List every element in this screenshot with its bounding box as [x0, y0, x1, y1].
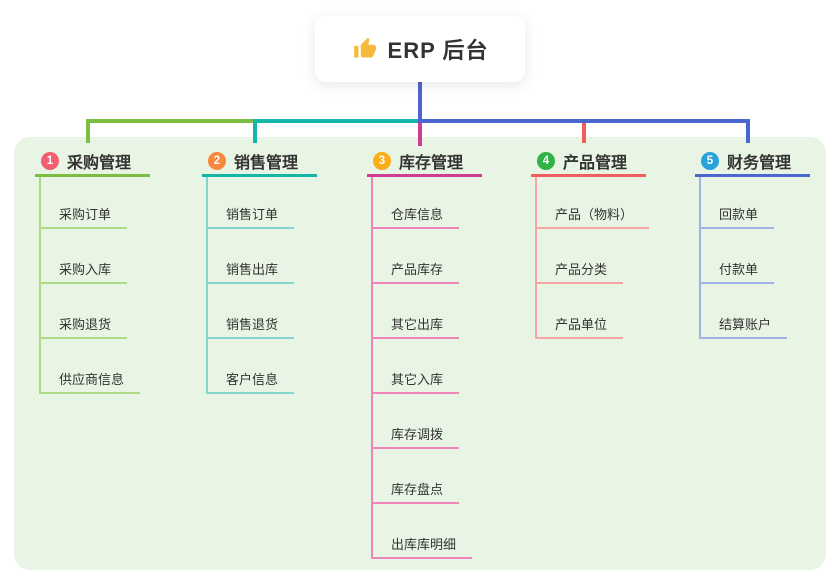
branch-spine-line [699, 177, 701, 339]
connector-branch-5 [746, 119, 750, 143]
child-node[interactable]: 采购退货 [39, 316, 128, 339]
child-node[interactable]: 产品库存 [371, 261, 460, 284]
branch-node-2[interactable]: 2 销售管理 [202, 147, 317, 177]
branch-2: 2 销售管理销售订单销售出库销售退货客户信息 [202, 147, 372, 394]
connector-branch-2 [253, 119, 422, 123]
root-node[interactable]: ERP 后台 [315, 16, 525, 82]
child-node[interactable]: 销售订单 [206, 206, 295, 229]
root-node-label: ERP 后台 [387, 38, 489, 63]
branch-4: 4 产品管理产品（物料） 产品分类产品单位 [531, 147, 701, 339]
child-node[interactable]: 采购订单 [39, 206, 128, 229]
connector-branch-3 [418, 119, 422, 146]
mindmap-panel [14, 137, 826, 570]
child-node[interactable]: 付款单 [699, 261, 775, 284]
child-node[interactable]: 库存盘点 [371, 481, 460, 504]
branch-number-badge: 4 [537, 151, 555, 170]
child-node[interactable]: 产品（物料） [535, 206, 650, 229]
branch-number-badge: 3 [373, 151, 391, 170]
branch-spine-line [206, 177, 208, 394]
child-node[interactable]: 其它出库 [371, 316, 460, 339]
branch-1: 1 采购管理采购订单采购入库采购退货供应商信息 [35, 147, 205, 394]
connector-branch-4 [582, 119, 586, 143]
child-node[interactable]: 采购入库 [39, 261, 128, 284]
branch-label: 销售管理 [234, 154, 299, 172]
branch-spine-line [39, 177, 41, 394]
branch-spine-line [535, 177, 537, 339]
child-node[interactable]: 产品分类 [535, 261, 624, 284]
connector-branch-5 [418, 119, 750, 123]
child-node[interactable]: 产品单位 [535, 316, 624, 339]
connector-branch-2 [253, 119, 257, 143]
connector-branch-1 [86, 119, 90, 143]
branch-label: 库存管理 [399, 154, 464, 172]
branch-number-badge: 5 [701, 151, 719, 170]
child-node[interactable]: 出库库明细 [371, 536, 473, 559]
branch-3: 3 库存管理仓库信息产品库存其它出库其它入库库存调拨库存盘点出库库明细 [367, 147, 537, 559]
branch-node-4[interactable]: 4 产品管理 [531, 147, 646, 177]
branch-node-5[interactable]: 5 财务管理 [695, 147, 810, 177]
child-node[interactable]: 销售出库 [206, 261, 295, 284]
child-node[interactable]: 仓库信息 [371, 206, 460, 229]
child-node[interactable]: 库存调拨 [371, 426, 460, 449]
branch-node-3[interactable]: 3 库存管理 [367, 147, 482, 177]
branch-number-badge: 1 [41, 151, 59, 170]
child-node[interactable]: 结算账户 [699, 316, 788, 339]
branch-label: 财务管理 [727, 154, 792, 172]
thumbs-up-icon [352, 36, 378, 62]
child-node[interactable]: 客户信息 [206, 371, 295, 394]
child-node[interactable]: 销售退货 [206, 316, 295, 339]
branch-label: 产品管理 [563, 154, 628, 172]
branch-label: 采购管理 [67, 154, 132, 172]
child-node[interactable]: 回款单 [699, 206, 775, 229]
root-stem-line [418, 82, 422, 123]
child-node[interactable]: 其它入库 [371, 371, 460, 394]
branch-node-1[interactable]: 1 采购管理 [35, 147, 150, 177]
branch-5: 5 财务管理回款单付款单结算账户 [695, 147, 839, 339]
child-node[interactable]: 供应商信息 [39, 371, 141, 394]
branch-number-badge: 2 [208, 151, 226, 170]
branch-spine-line [371, 177, 373, 559]
